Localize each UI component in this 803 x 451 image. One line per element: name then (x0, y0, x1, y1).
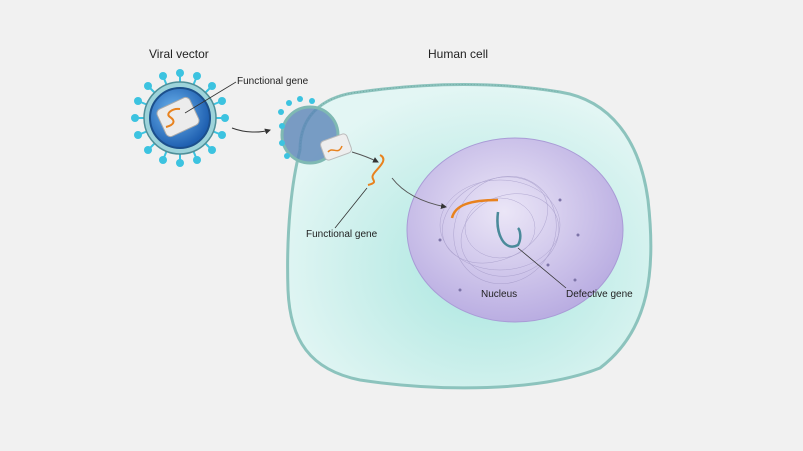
functional-gene-virus-label: Functional gene (237, 76, 308, 87)
defective-gene-label: Defective gene (566, 289, 633, 300)
viral-vector (131, 69, 229, 167)
arrow-virus-to-cell (232, 128, 270, 132)
viral-vector-label: Viral vector (149, 47, 209, 61)
human-cell-label: Human cell (428, 47, 488, 61)
functional-gene-cell-label: Functional gene (306, 229, 377, 240)
nucleus-label: Nucleus (481, 289, 517, 300)
